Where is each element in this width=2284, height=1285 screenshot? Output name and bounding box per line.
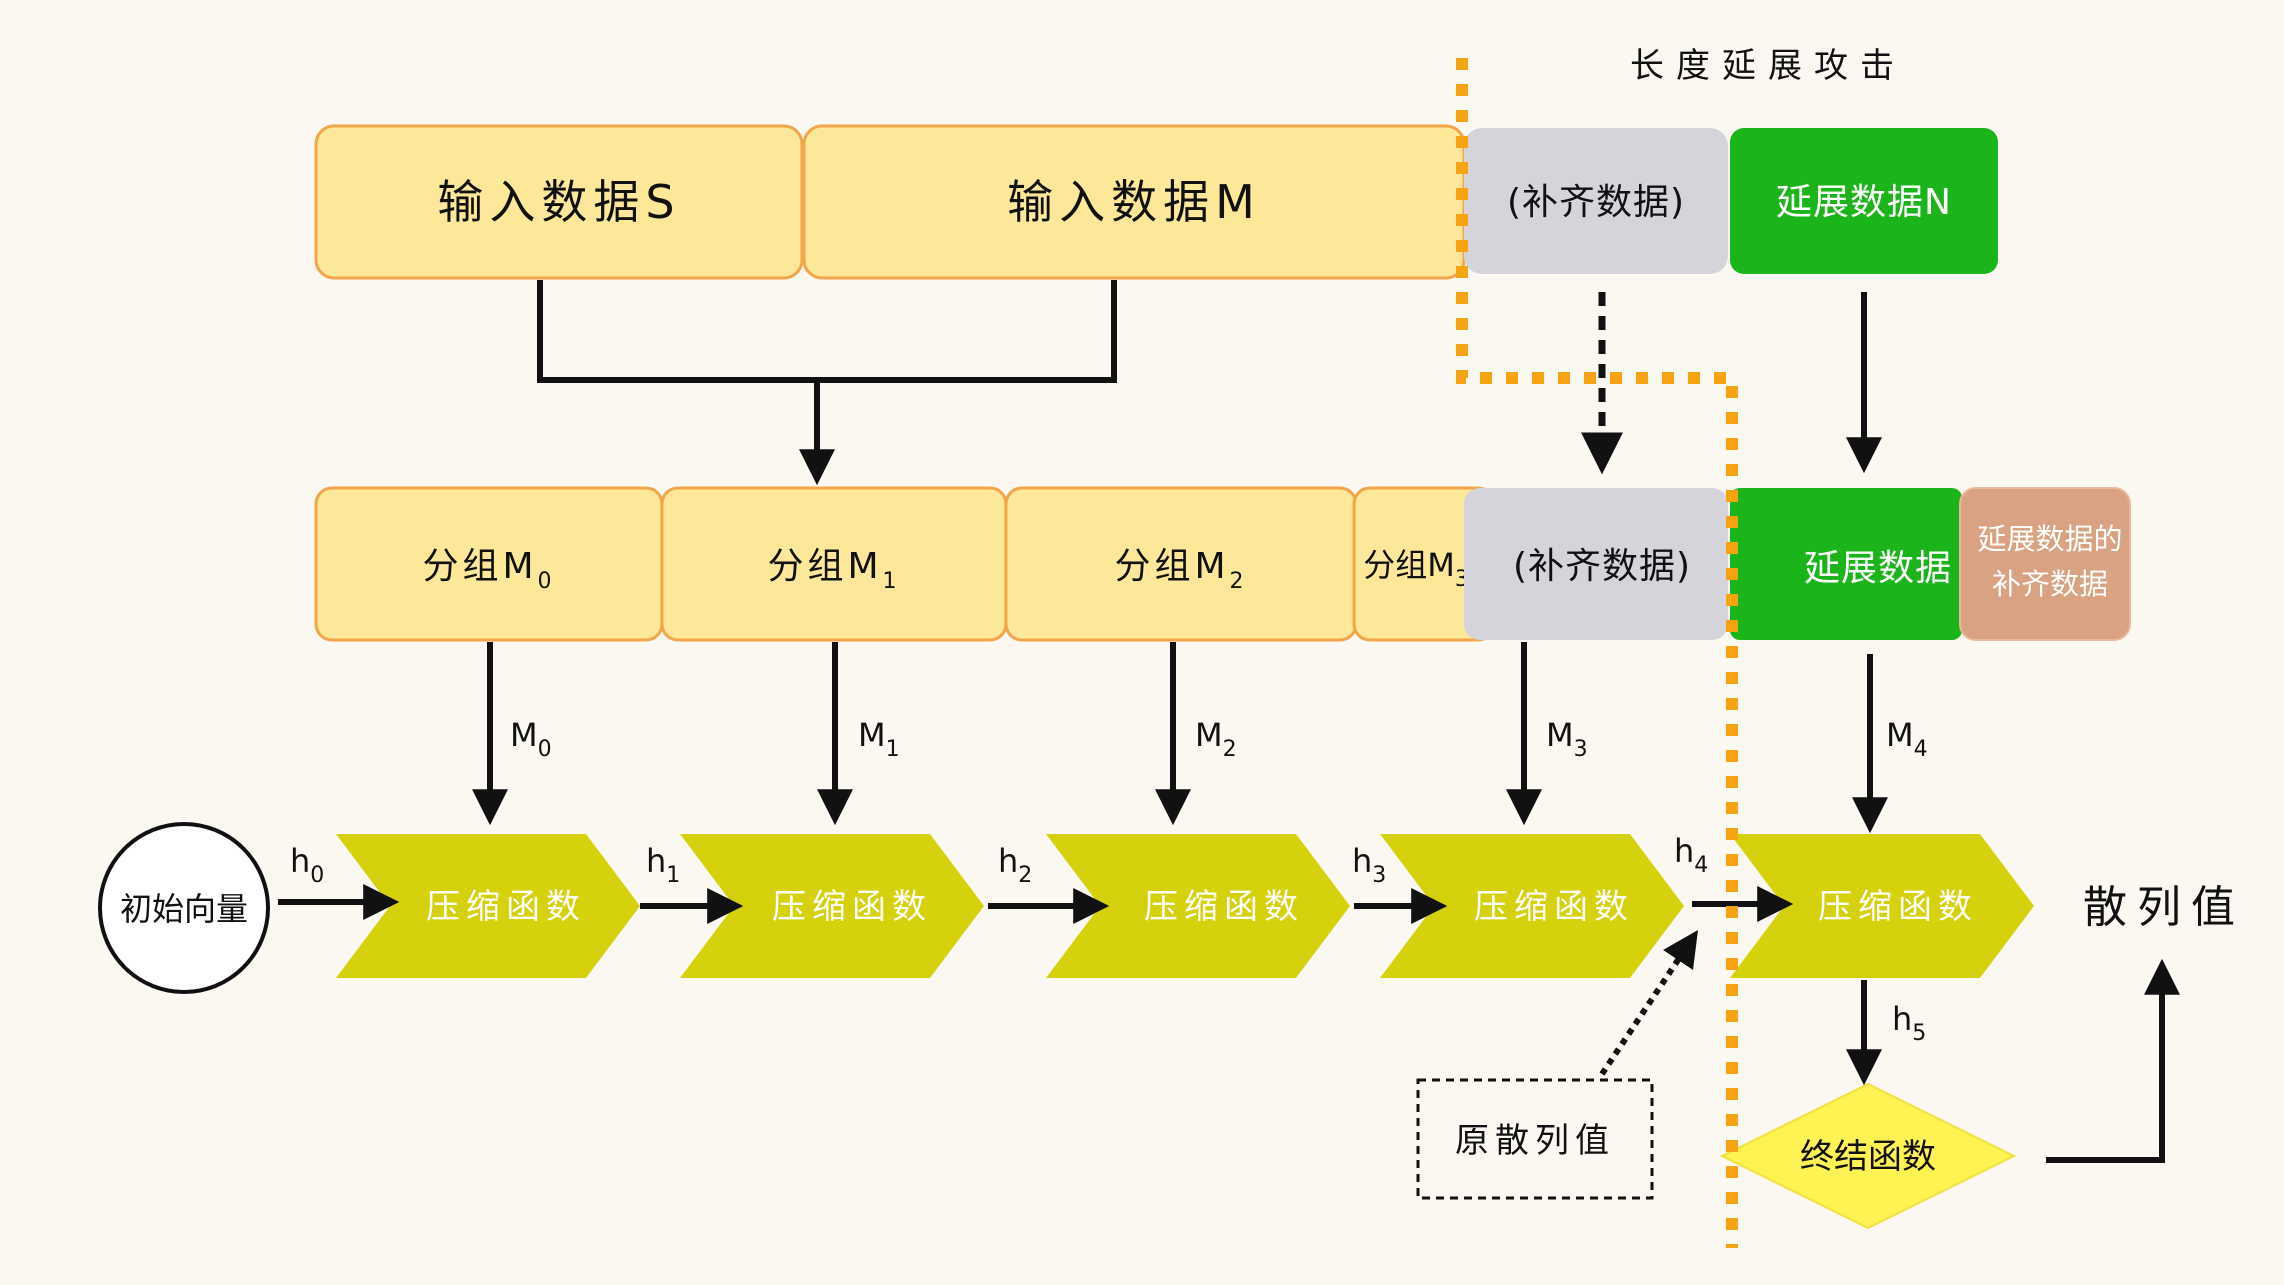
block-m3: 分组M3 bbox=[1352, 486, 1496, 642]
block-m2: 分组M2 bbox=[1004, 486, 1358, 642]
original-hash-arrow bbox=[1599, 930, 1698, 1076]
msg-label-2: M2 bbox=[1195, 716, 1237, 762]
input-m-box: 输入数据M bbox=[802, 124, 1466, 280]
state-label-0: h0 bbox=[290, 842, 324, 888]
ext-padding-block: 延展数据的 补齐数据 bbox=[1959, 487, 2131, 641]
compression-0: 压缩函数 bbox=[336, 834, 640, 978]
extension-block: 延展数据 bbox=[1730, 488, 1962, 640]
ext-padding-line2: 补齐数据 bbox=[1992, 567, 2108, 601]
block-m0: 分组M0 bbox=[314, 486, 664, 642]
compression-2: 压缩函数 bbox=[1046, 834, 1350, 978]
input-s-box: 输入数据S bbox=[314, 124, 804, 280]
extension-n-box: 延展数据N bbox=[1730, 128, 1998, 274]
padding-top-label: (补齐数据) bbox=[1507, 182, 1685, 223]
input-s-label: 输入数据S bbox=[437, 175, 680, 229]
padding-block: (补齐数据) bbox=[1464, 488, 1728, 640]
state-label-3: h3 bbox=[1352, 842, 1386, 888]
padding-top-box: (补齐数据) bbox=[1464, 128, 1728, 274]
hash-value-label: 散列值 bbox=[2083, 882, 2245, 933]
msg-label-0: M0 bbox=[510, 716, 552, 762]
state-label-1: h1 bbox=[646, 842, 680, 888]
state-label-5: h5 bbox=[1892, 1000, 1926, 1046]
original-hash-label: 原散列值 bbox=[1455, 1121, 1615, 1161]
merge-bracket bbox=[537, 280, 1117, 383]
input-m-label: 输入数据M bbox=[1007, 175, 1261, 229]
block-m3-label: 分组M3 bbox=[1363, 546, 1469, 592]
compression-2-label: 压缩函数 bbox=[1144, 887, 1304, 927]
msg-label-1: M1 bbox=[858, 716, 900, 762]
message-arrows bbox=[472, 642, 1888, 834]
compression-3-label: 压缩函数 bbox=[1474, 887, 1634, 927]
block-m1-label: 分组M1 bbox=[767, 546, 900, 594]
extension-block-label: 延展数据 bbox=[1804, 548, 1952, 589]
chain-arrows bbox=[278, 884, 1794, 924]
state-label-2: h2 bbox=[998, 842, 1032, 888]
block-m0-label: 分组M0 bbox=[422, 546, 555, 594]
ext-padding-line1: 延展数据的 bbox=[1977, 522, 2122, 556]
msg-label-4: M4 bbox=[1886, 716, 1928, 762]
attack-boundary bbox=[1456, 58, 1738, 1248]
finalize-node: 终结函数 bbox=[1719, 1082, 2017, 1230]
padding-block-label: (补齐数据) bbox=[1513, 546, 1691, 587]
block-m1: 分组M1 bbox=[660, 486, 1008, 642]
initial-vector-node: 初始向量 bbox=[98, 822, 270, 994]
original-hash-box: 原散列值 bbox=[1416, 1078, 1654, 1200]
compression-4: 压缩函数 bbox=[1730, 834, 2034, 978]
output-arrow bbox=[2046, 958, 2180, 1163]
compression-3: 压缩函数 bbox=[1380, 834, 1684, 978]
state-label-4: h4 bbox=[1674, 832, 1708, 878]
finalize-label: 终结函数 bbox=[1800, 1137, 1936, 1177]
initial-vector-label: 初始向量 bbox=[120, 890, 248, 928]
compression-1-label: 压缩函数 bbox=[772, 887, 932, 927]
extension-n-label: 延展数据N bbox=[1776, 182, 1952, 223]
block-m2-label: 分组M2 bbox=[1114, 546, 1247, 594]
msg-label-3: M3 bbox=[1546, 716, 1588, 762]
attack-title: 长度延展攻击 bbox=[1630, 46, 1906, 86]
compression-4-label: 压缩函数 bbox=[1818, 887, 1978, 927]
compression-1: 压缩函数 bbox=[680, 834, 984, 978]
compression-0-label: 压缩函数 bbox=[426, 887, 586, 927]
